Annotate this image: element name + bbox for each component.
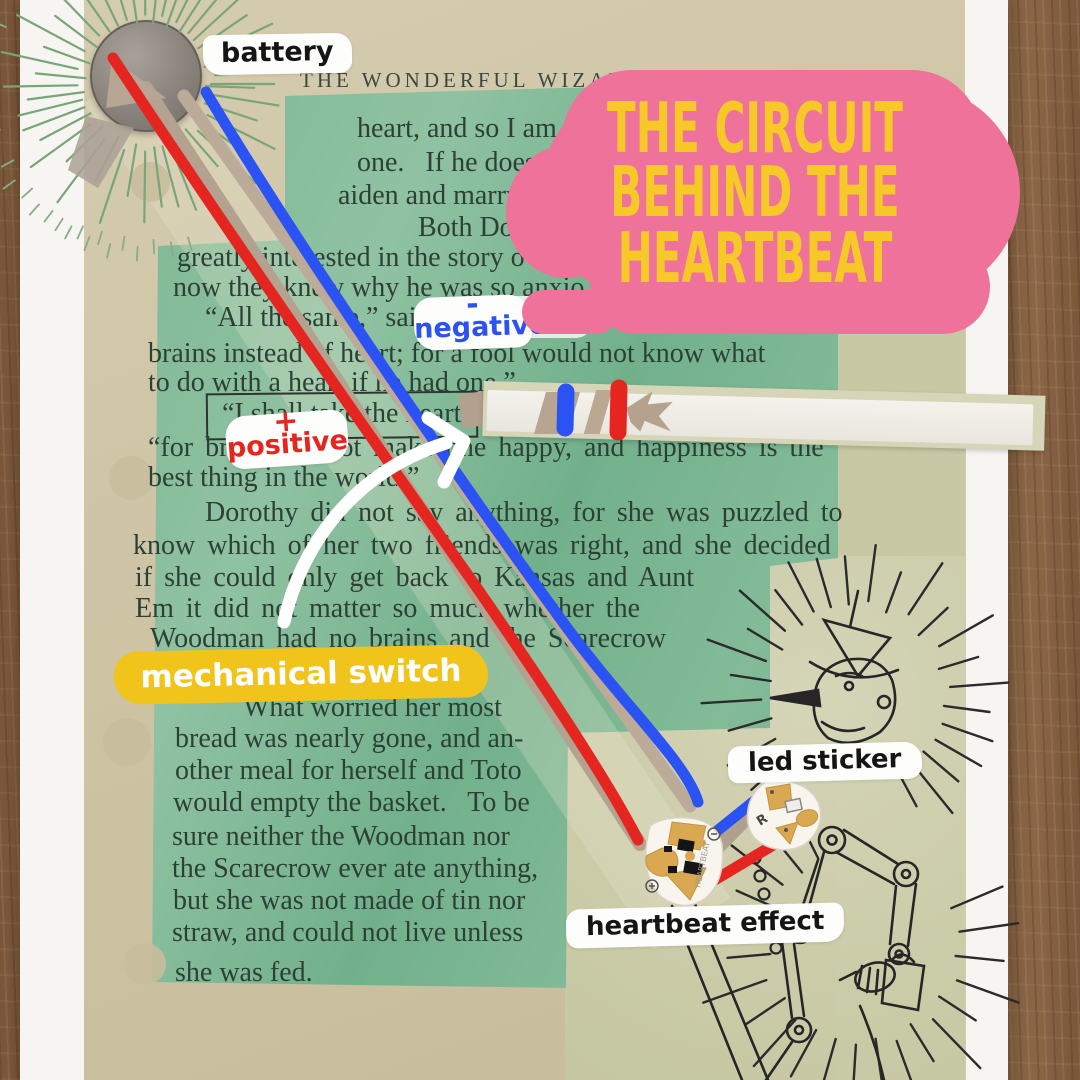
book-line: other meal for herself and Toto: [175, 755, 522, 786]
hand: [854, 961, 896, 993]
book-line: but she was not made of tin nor: [173, 885, 526, 916]
blue-dash-on-switch: [556, 383, 575, 437]
bag: [880, 958, 926, 1012]
book-line: she was fed.: [175, 957, 313, 988]
funnel-spout: [848, 589, 860, 629]
led-sticker: R: [746, 778, 822, 851]
ear: [876, 694, 892, 710]
book-line: brains instead of heart; for a fool woul…: [148, 338, 766, 369]
positive-wire: [107, 52, 644, 846]
led-sticker-label: led sticker: [727, 741, 922, 784]
wrist-joint: [887, 942, 911, 966]
title-blob: [522, 290, 618, 334]
punch-hole: [103, 718, 151, 766]
battery-label: battery: [202, 32, 352, 76]
negative-label: - negative: [413, 287, 548, 352]
punch-hole: [109, 456, 153, 500]
head: [812, 657, 897, 745]
led-chip: [784, 797, 803, 814]
shoulder-joint: [817, 825, 847, 855]
title-blob: [562, 70, 982, 210]
book-line: know which of her two friends was right,…: [133, 530, 831, 561]
heartbeat-effect-label: heartbeat effect: [565, 902, 845, 949]
positive-label: + positive: [224, 403, 350, 471]
mechanical-switch-label: mechanical switch: [113, 644, 489, 705]
red-dash-on-switch: [609, 379, 628, 441]
funnel-hat: [821, 617, 893, 679]
title-line-2: BEHIND THE: [610, 152, 900, 233]
book-line: sure neither the Woodman nor: [172, 821, 510, 852]
negative-wire: [200, 86, 704, 808]
heartbeat-sticker: HEARTBEAT: [645, 816, 724, 907]
nose: [769, 688, 822, 708]
book-line: would empty the basket. To be: [173, 787, 530, 818]
elbow-joint: [892, 860, 920, 888]
book-line: bread was nearly gone, and an-: [175, 723, 524, 754]
title-blob: [506, 146, 626, 278]
punch-hole: [124, 943, 166, 985]
book-line: straw, and could not live unless: [172, 917, 524, 948]
radiating-lines-head: [700, 544, 1010, 815]
tin-man-illustration: [670, 544, 1020, 1080]
title-line-1: THE CIRCUIT: [607, 88, 903, 169]
title-blob: [590, 240, 990, 334]
minus-terminal: [707, 827, 721, 841]
eye: [843, 680, 855, 692]
punch-hole: [130, 162, 170, 202]
white-arrow: [277, 411, 471, 629]
mouth: [820, 720, 866, 733]
book-line: if she could only get back to Kansas and…: [135, 562, 695, 593]
book-line: the Scarecrow ever ate anything,: [172, 853, 539, 884]
plus-terminal: [645, 879, 659, 893]
title-line-3: HEARTBEAT: [617, 218, 893, 299]
